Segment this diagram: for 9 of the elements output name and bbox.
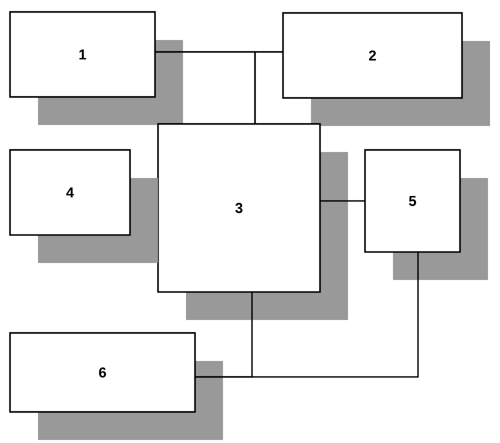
shadowed-box: 6 [9, 332, 223, 440]
shadowed-box: 3 [157, 123, 348, 320]
connector-line [195, 252, 419, 378]
shadowed-box: 2 [282, 12, 490, 126]
shadowed-box: 5 [364, 149, 488, 280]
connector-line [320, 200, 365, 202]
connector-line [254, 51, 283, 124]
shadowed-box: 4 [9, 149, 158, 263]
shadowed-box: 1 [9, 11, 183, 125]
